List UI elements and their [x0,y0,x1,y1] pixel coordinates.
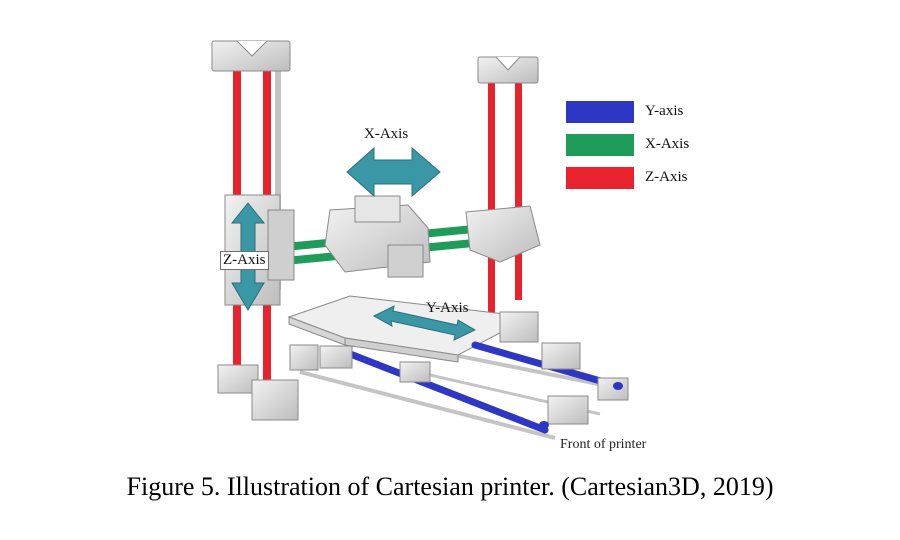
x-axis-arrow [346,146,441,198]
legend-item: Z-Axis [566,165,726,198]
legend-swatch-z [566,167,634,189]
z-rods-right [488,75,522,325]
z-axis-label: Z-Axis [220,251,269,270]
y-axis-label: Y-Axis [426,300,469,316]
bed-supports [319,311,629,429]
right-x-end [465,205,541,263]
legend-label-x: X-Axis [645,136,690,152]
legend-swatch-x [566,134,634,156]
legend-item: X-Axis [566,132,726,165]
legend: Y-axis X-Axis Z-Axis [566,99,726,198]
legend-item: Y-axis [566,99,726,132]
legend-swatch-y [566,101,634,123]
figure-caption: Figure 5. Illustration of Cartesian prin… [126,472,774,501]
extruder-carriage [324,195,431,278]
bottom-left-feet [217,344,319,421]
legend-label-z: Z-Axis [645,169,688,185]
front-of-printer-label: Front of printer [560,437,647,452]
x-axis-label: X-Axis [364,126,409,142]
top-left-bracket [211,40,291,72]
y-axis-arrow [372,305,477,341]
legend-label-y: Y-axis [645,103,684,119]
top-right-bracket [477,56,539,84]
